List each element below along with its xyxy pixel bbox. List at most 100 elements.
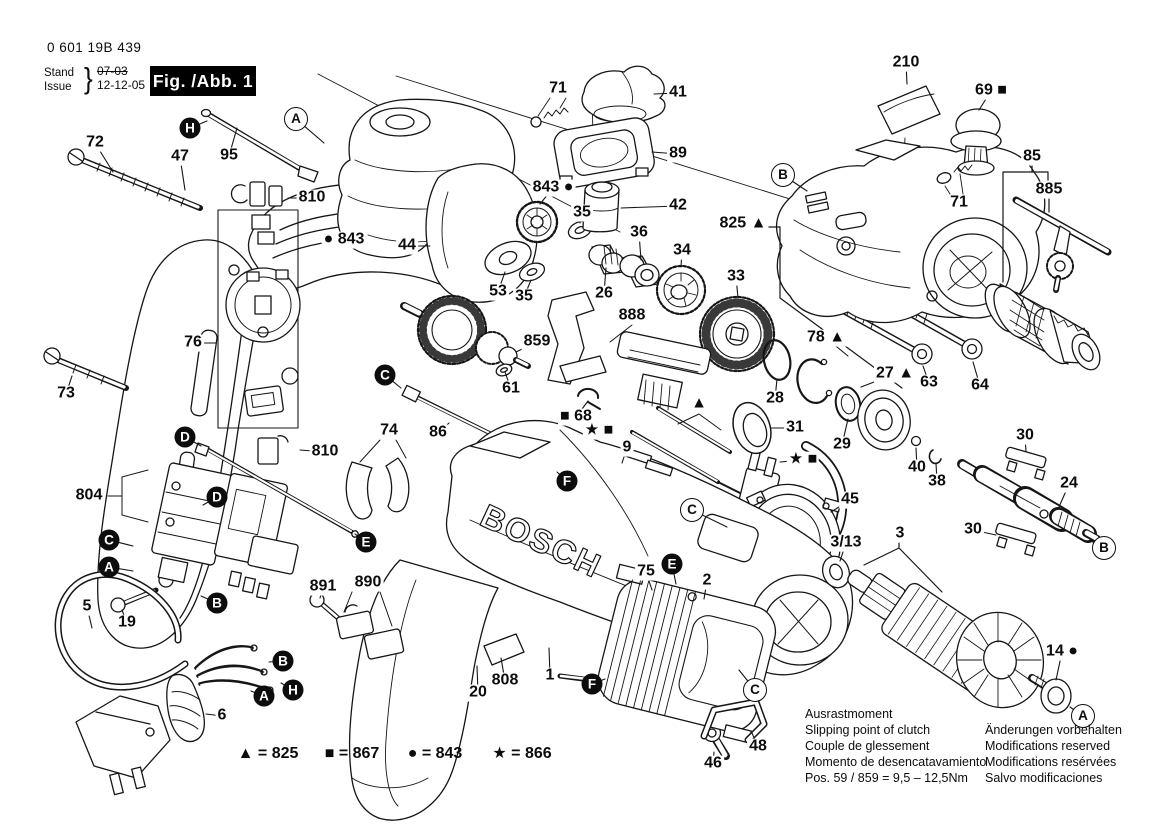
part-label-: ★ ■ — [786, 450, 820, 469]
part-label-95: 95 — [218, 146, 240, 165]
part-label-35: 35 — [571, 203, 593, 222]
rod-95-drawing — [200, 108, 319, 183]
selector-fork-888-drawing — [547, 291, 712, 411]
part-label-61: 61 — [500, 379, 522, 398]
part-label-5: 5 — [80, 597, 94, 616]
part-label-825: 825 ▲ — [717, 214, 769, 233]
clutch-gear-34-drawing — [655, 264, 707, 316]
old-date: 07-03 — [97, 64, 128, 78]
bracket-85 — [1002, 164, 1050, 283]
part-label-73: 73 — [55, 384, 77, 403]
part-label-71: 71 — [547, 79, 569, 98]
note-line: Momento de desencatavamiento — [805, 755, 987, 769]
gear-wheel-33-drawing — [698, 295, 776, 373]
part-label-40: 40 — [906, 458, 928, 477]
clips-74-drawing — [345, 439, 410, 520]
part-label-53: 53 — [487, 282, 509, 301]
part-label-804: 804 — [73, 486, 105, 505]
part-label-38: 38 — [926, 472, 948, 491]
chuck-drawing — [984, 283, 1101, 371]
part-label-41: 41 — [667, 83, 689, 102]
callout-letter-D: D — [206, 486, 228, 508]
knob-69-drawing — [950, 108, 1002, 176]
ring-28-drawing — [762, 339, 792, 381]
legend-item-843: ● = 843 — [407, 745, 463, 762]
part-label-31: 31 — [784, 418, 806, 437]
part-label-891: 891 — [307, 577, 339, 596]
part-label-72: 72 — [84, 133, 106, 152]
power-cord-5-drawing — [54, 570, 274, 796]
clip-38-drawing — [928, 449, 942, 465]
part-label-2: 2 — [700, 571, 714, 590]
part-label-888: 888 — [616, 306, 648, 325]
part-label-47: 47 — [169, 147, 191, 166]
part-label-3: 3 — [893, 524, 907, 543]
part-label-69: 69 ■ — [973, 81, 1009, 100]
label-card-808-drawing — [483, 633, 525, 666]
part-label-28: 28 — [764, 389, 786, 408]
spring-clip-68-drawing — [577, 388, 601, 410]
stand-issue-brace: } — [84, 60, 93, 96]
clamp-30-top-drawing — [1005, 446, 1047, 481]
part-label-9: 9 — [620, 438, 634, 457]
callout-letter-D: D — [174, 426, 196, 448]
callout-letter-A: A — [253, 685, 275, 707]
callout-letter-F: F — [581, 673, 603, 695]
armature-3-drawing — [847, 569, 1056, 709]
pin-71b-drawing — [936, 164, 973, 195]
part-label-20: 20 — [467, 683, 489, 702]
note-line: Änderungen vorbehalten — [985, 723, 1122, 737]
part-label-859: 859 — [521, 332, 553, 351]
washer-53-drawing — [484, 240, 532, 276]
part-label-24: 24 — [1058, 474, 1080, 493]
part-label-30: 30 — [1014, 426, 1036, 445]
bracket-3 — [863, 541, 943, 593]
spindle-24-drawing — [957, 459, 1101, 543]
new-date: 12-12-05 — [97, 78, 146, 92]
part-label-71: 71 — [948, 193, 970, 212]
part-label-30: 30 — [962, 520, 984, 539]
part-label-26: 26 — [593, 284, 615, 303]
part-label-76: 76 — [182, 333, 204, 352]
brush-assembly-76-drawing — [217, 181, 301, 465]
callout-letter-E: E — [661, 553, 683, 575]
part-label-27: 27 ▲ — [873, 364, 917, 383]
bolt-63-drawing — [838, 305, 933, 365]
screw-72-drawing — [67, 148, 203, 211]
part-label-810: 810 — [296, 188, 328, 207]
part-label-34: 34 — [671, 241, 693, 260]
callout-letter-C: C — [680, 498, 704, 522]
field-coil-2-drawing — [557, 563, 777, 744]
part-label-1: 1 — [543, 666, 557, 685]
callout-letter-H: H — [179, 117, 201, 139]
callout-letter-A: A — [284, 107, 308, 131]
part-label-810: 810 — [309, 442, 341, 461]
part-label-: ★ ■ — [582, 421, 616, 440]
part-label-74: 74 — [378, 421, 400, 440]
callout-letter-F: F — [556, 470, 578, 492]
callout-letter-H: H — [282, 679, 304, 701]
callout-letter-C: C — [98, 529, 120, 551]
note-line: Ausrastmoment — [805, 707, 893, 721]
part-label-19: 19 — [116, 613, 138, 632]
part-label-63: 63 — [918, 373, 940, 392]
note-line: Modifications resérvées — [985, 755, 1117, 769]
part-label-89: 89 — [667, 144, 689, 163]
part-label-843: ● 843 — [321, 230, 367, 249]
revision-dates: 07-03 12-12-05 — [97, 64, 145, 92]
part-label-45: 45 — [839, 490, 861, 509]
part-label-36: 36 — [628, 223, 650, 242]
knob-41-drawing — [581, 65, 666, 124]
bearing-26-drawing — [588, 244, 625, 275]
part-label-35: 35 — [513, 287, 535, 306]
circlip-27-drawing — [796, 358, 833, 405]
drill-housing-825-drawing — [775, 139, 1046, 324]
callout-letter-B: B — [272, 650, 294, 672]
bearing-313-drawing — [821, 555, 851, 589]
bracket-48-drawing — [700, 698, 768, 744]
part-label-85: 85 — [1021, 147, 1043, 166]
